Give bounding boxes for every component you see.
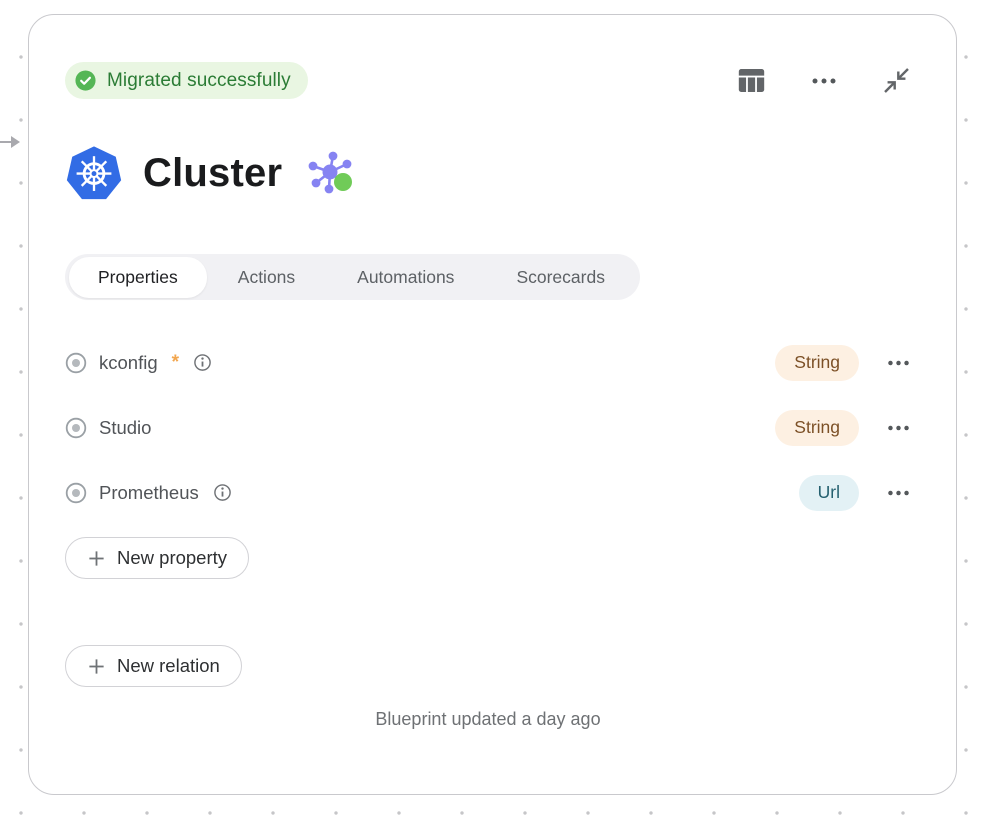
property-menu-button[interactable] xyxy=(886,482,911,504)
info-tooltip-trigger[interactable] xyxy=(213,483,232,502)
tab-automations[interactable]: Automations xyxy=(326,257,485,298)
property-controls: String xyxy=(775,409,911,446)
property-name: kconfig xyxy=(99,351,158,373)
property-row-kconfig[interactable]: kconfig * String xyxy=(65,330,911,395)
new-property-row: New property xyxy=(65,525,911,579)
tab-scorecards[interactable]: Scorecards xyxy=(485,257,636,298)
blueprint-updated-status: Blueprint updated a day ago xyxy=(375,709,601,729)
ellipsis-menu-icon xyxy=(888,360,909,365)
property-name: Studio xyxy=(99,416,152,438)
new-relation-row: New relation xyxy=(65,579,911,687)
plus-icon xyxy=(89,550,104,566)
required-asterisk: * xyxy=(171,351,180,373)
properties-list: kconfig * String xyxy=(65,330,911,525)
property-controls: String xyxy=(775,344,911,381)
graph-view-icon xyxy=(308,151,353,194)
info-tooltip-trigger[interactable] xyxy=(193,353,212,372)
property-radio-icon xyxy=(65,482,87,503)
type-badge: Url xyxy=(798,474,859,511)
status-badge-label: Migrated successfully xyxy=(107,69,291,91)
property-info: Prometheus xyxy=(65,482,232,504)
card-top-row: Migrated successfully xyxy=(65,62,911,99)
property-info: kconfig * xyxy=(65,352,212,374)
collapse-icon xyxy=(884,68,909,93)
table-columns-icon xyxy=(738,69,765,92)
blueprint-card: Migrated successfully xyxy=(28,14,957,795)
property-radio-icon xyxy=(65,417,87,438)
page-title: Cluster xyxy=(143,150,283,195)
incoming-edge-arrow xyxy=(0,136,20,148)
property-radio-icon xyxy=(65,352,87,373)
type-badge: String xyxy=(775,344,859,381)
new-property-button[interactable]: New property xyxy=(65,537,250,579)
card-toolbar xyxy=(737,66,911,95)
ellipsis-menu-icon xyxy=(888,490,909,495)
new-relation-label: New relation xyxy=(117,655,220,676)
collapse-button[interactable] xyxy=(882,66,911,95)
property-row-studio[interactable]: Studio String xyxy=(65,395,911,460)
tab-actions[interactable]: Actions xyxy=(207,257,326,298)
more-options-button[interactable] xyxy=(810,69,838,93)
status-badge: Migrated successfully xyxy=(65,62,308,99)
tab-properties[interactable]: Properties xyxy=(69,256,207,298)
new-relation-button[interactable]: New relation xyxy=(65,645,242,687)
property-name: Prometheus xyxy=(99,481,199,503)
property-controls: Url xyxy=(798,474,911,511)
info-icon xyxy=(213,484,231,501)
graph-view-button[interactable] xyxy=(308,151,354,195)
ellipsis-menu-icon xyxy=(888,425,909,430)
property-info: Studio xyxy=(65,417,151,439)
entity-header: Cluster xyxy=(65,144,911,202)
new-property-label: New property xyxy=(117,547,228,568)
tab-bar: Properties Actions Automations Scorecard… xyxy=(65,254,640,300)
ellipsis-menu-icon xyxy=(812,78,836,83)
info-icon xyxy=(194,354,211,371)
check-circle-icon xyxy=(75,70,96,91)
kubernetes-logo-icon xyxy=(66,146,122,200)
property-row-prometheus[interactable]: Prometheus Url xyxy=(65,460,911,525)
table-view-button[interactable] xyxy=(737,67,766,94)
plus-icon xyxy=(89,658,104,674)
property-menu-button[interactable] xyxy=(886,417,911,439)
type-badge: String xyxy=(775,409,859,446)
property-menu-button[interactable] xyxy=(886,352,911,374)
